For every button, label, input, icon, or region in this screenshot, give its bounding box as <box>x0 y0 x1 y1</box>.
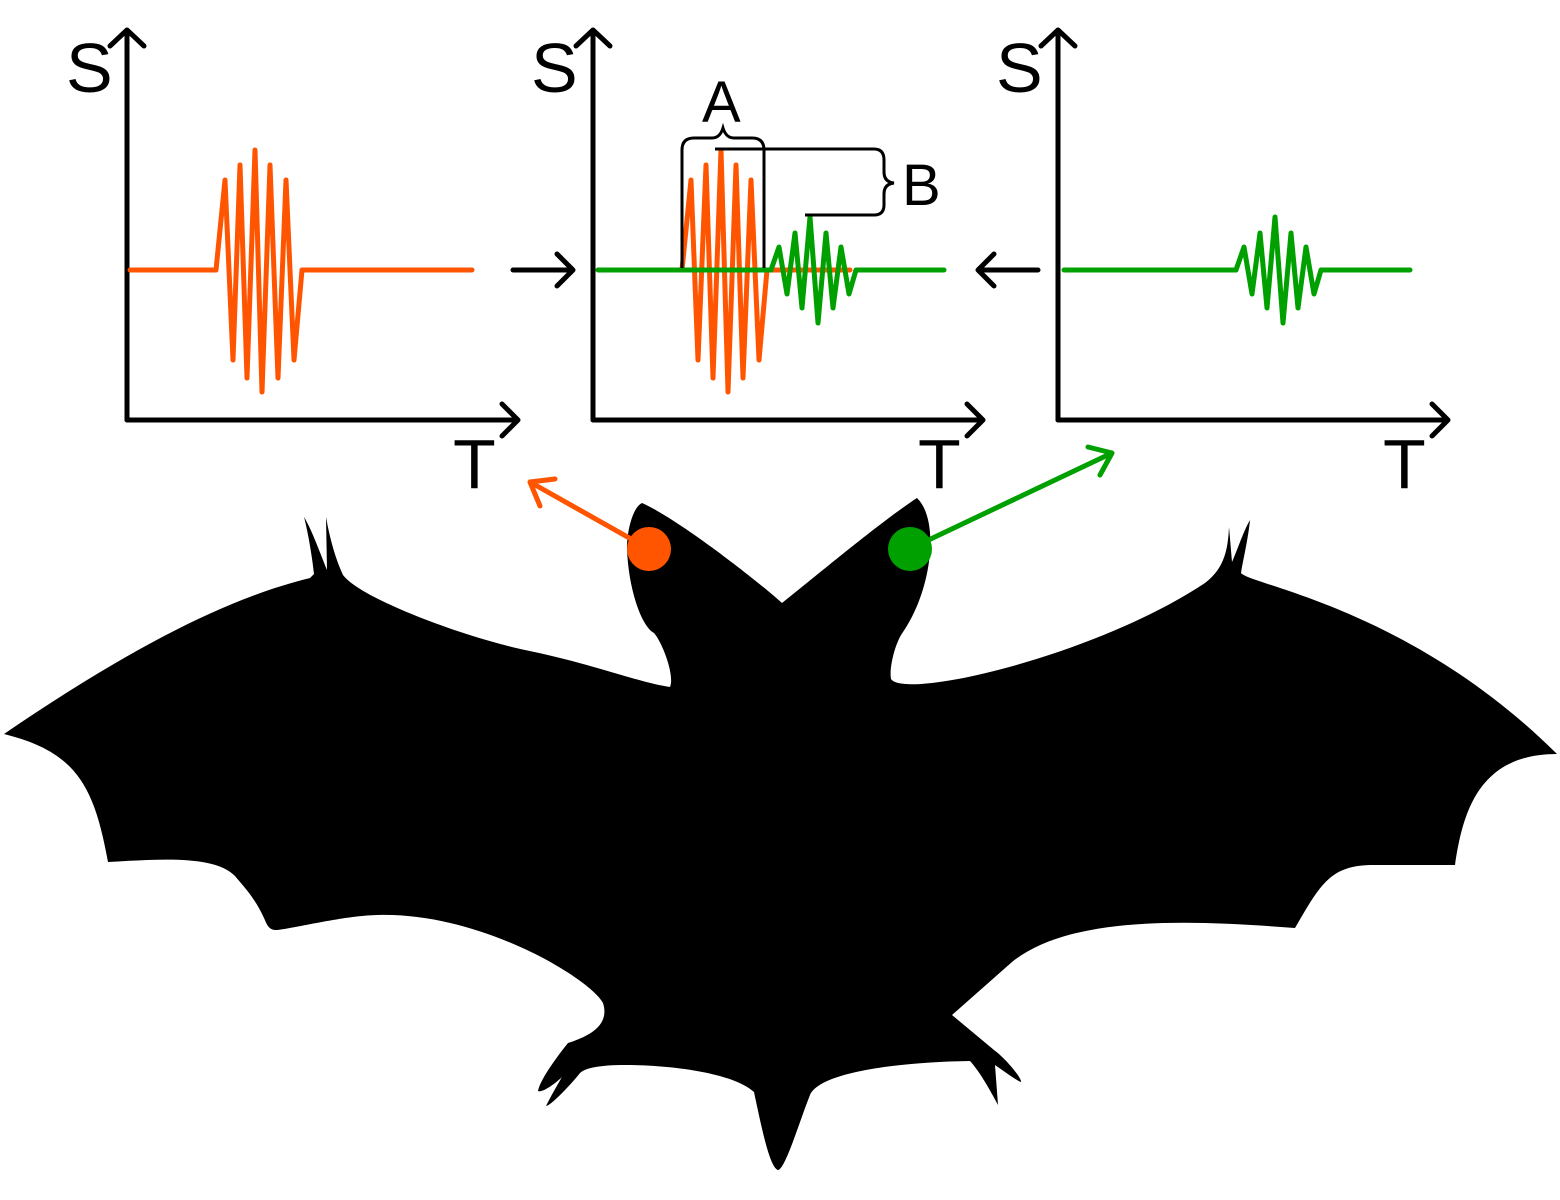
delay-label: A <box>702 70 741 135</box>
emitted-signal-wave <box>130 150 472 392</box>
right-ear-dot <box>888 527 932 571</box>
x-axis-label: T <box>453 425 496 503</box>
y-axis <box>576 30 610 420</box>
y-axis <box>1041 30 1075 420</box>
y-axis <box>110 30 144 420</box>
panel-comparison: S T A B <box>531 29 983 503</box>
y-axis-label: S <box>66 29 113 107</box>
amplitude-label: B <box>902 153 941 218</box>
left-ear-dot <box>627 527 671 571</box>
emission-arrow <box>530 479 640 544</box>
panel-emitted: S T <box>66 29 518 503</box>
y-axis-label: S <box>531 29 578 107</box>
arrow-left-icon <box>978 254 1038 286</box>
echo-signal-wave <box>598 217 944 323</box>
arrow-right-icon <box>513 254 573 286</box>
panel-echo: S T <box>996 29 1448 503</box>
x-axis-label: T <box>918 425 961 503</box>
x-axis-label: T <box>1383 425 1426 503</box>
y-axis-label: S <box>996 29 1043 107</box>
echo-signal-wave <box>1064 217 1410 323</box>
bat-silhouette <box>4 498 1557 1170</box>
amplitude-brace <box>715 149 894 215</box>
